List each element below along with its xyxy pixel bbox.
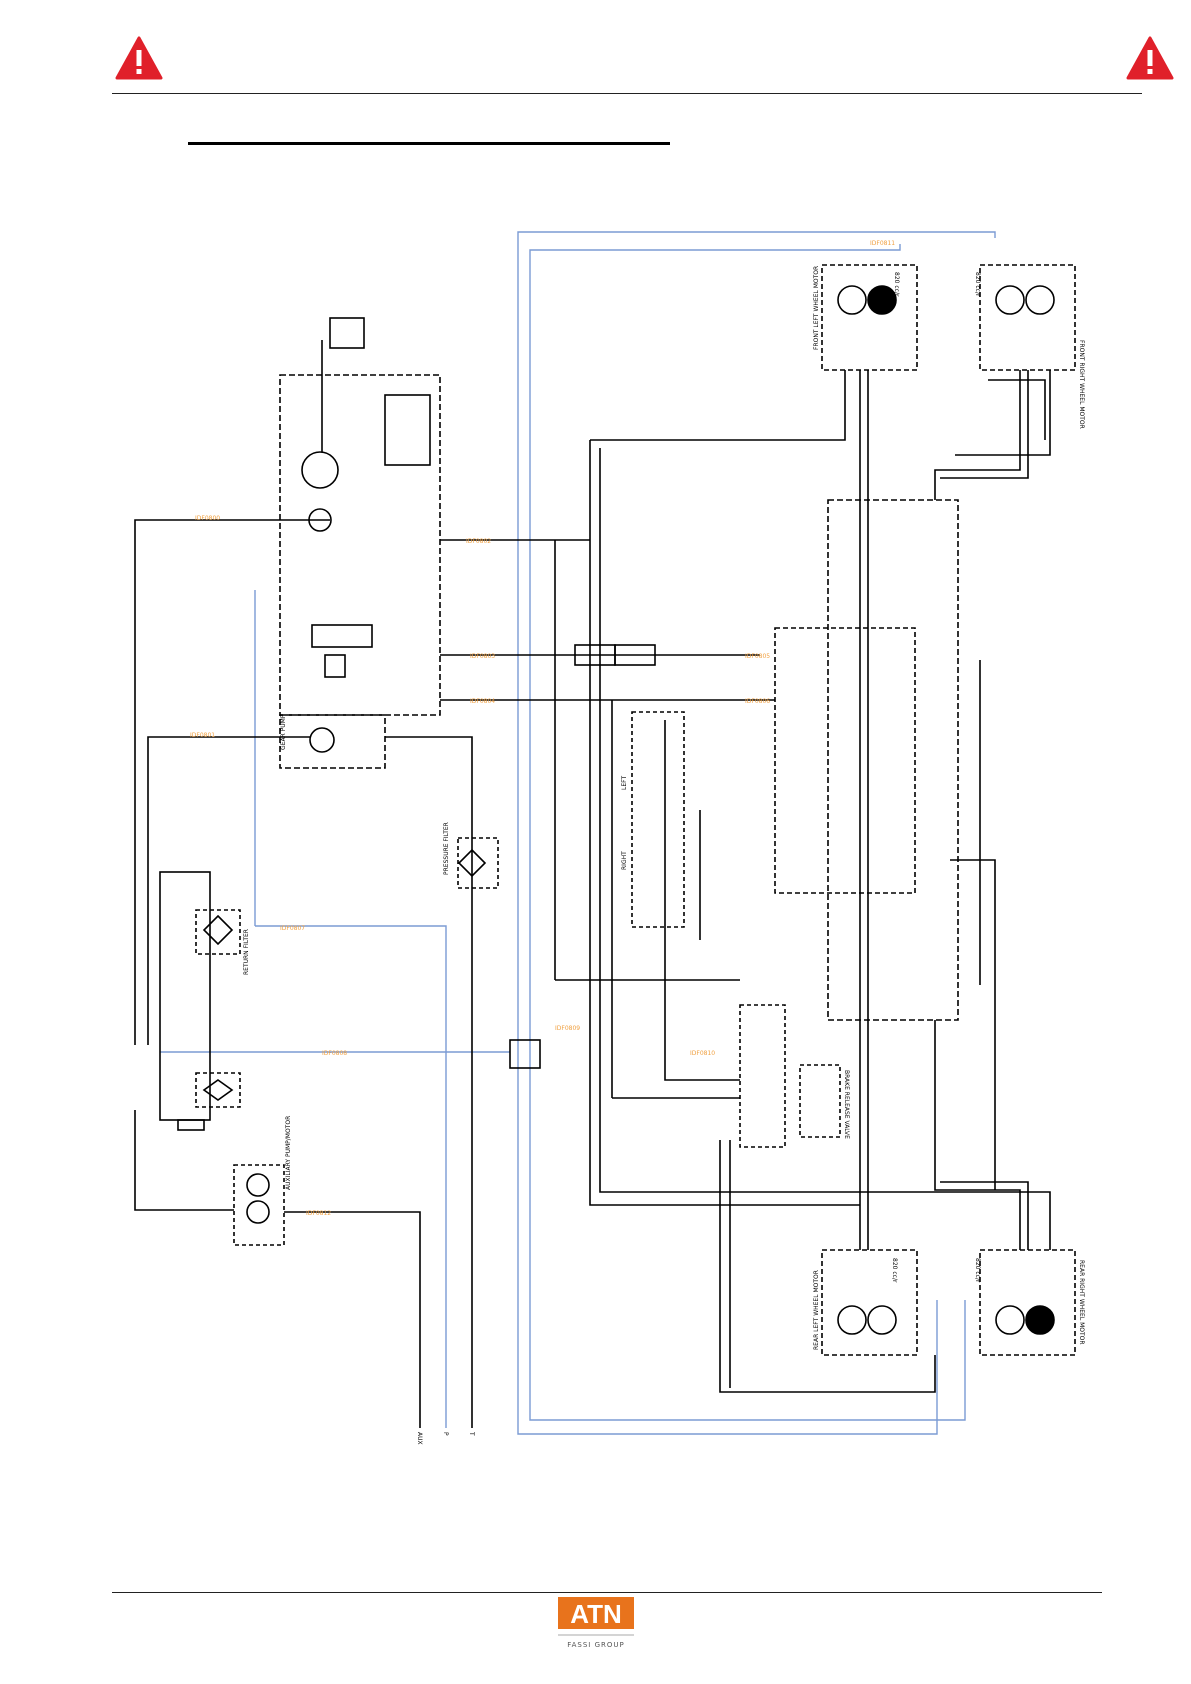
t-outlet-label: T: [468, 1431, 475, 1436]
auxiliary-pump: [233, 1164, 285, 1246]
return-filter: [195, 909, 241, 955]
svg-text:IDF0811: IDF0811: [870, 240, 895, 247]
svg-text:IDF0802: IDF0802: [466, 538, 491, 545]
svg-text:IDF0806: IDF0806: [745, 698, 770, 705]
line-code-labels: IDF0800 IDF0801 IDF0802 IDF0803 IDF0804 …: [190, 240, 895, 1217]
left-label: LEFT: [621, 776, 628, 790]
displacement-label-rr: 820 cc/r: [974, 1258, 981, 1283]
displacement-label-rl: 820 cc/r: [891, 1258, 898, 1283]
rear-left-motor: [821, 1249, 918, 1356]
svg-text:IDF0804: IDF0804: [470, 698, 495, 705]
pressure-filter-label: PRESSURE FILTER: [443, 822, 450, 875]
title-underline: [188, 142, 670, 145]
brake-release-valve: [799, 1064, 841, 1138]
svg-text:IDF0801: IDF0801: [190, 732, 215, 739]
traction-manifold: [827, 499, 959, 1021]
footer-divider: [112, 1592, 1102, 1593]
rear-left-motor-label: REAR LEFT WHEEL MOTOR: [813, 1270, 820, 1350]
gear-pump-block: [279, 374, 441, 716]
tank: [159, 871, 211, 1121]
svg-text:ATN: ATN: [570, 1599, 622, 1629]
gear-pump-label: GEAR PUMP: [280, 714, 287, 750]
front-right-motor-label: FRONT RIGHT WHEEL MOTOR: [1078, 340, 1085, 429]
main-pump-icon: [301, 451, 339, 489]
electric-motor: [329, 317, 365, 349]
atn-fassi-logo: ATN FASSI GROUP: [558, 1597, 634, 1649]
displacement-label-fr: 820 cc/r: [974, 272, 981, 297]
svg-text:IDF0812: IDF0812: [306, 1210, 331, 1217]
aux-pump-label: AUXILIARY PUMP/MOTOR: [285, 1116, 292, 1190]
right-label: RIGHT: [621, 851, 628, 870]
p-outlet-label: P: [442, 1432, 449, 1436]
front-right-motor: [979, 264, 1076, 371]
svg-text:IDF0809: IDF0809: [555, 1025, 580, 1032]
brake-valve-label: BRAKE RELEASE VALVE: [843, 1070, 850, 1139]
svg-text:IDF0810: IDF0810: [690, 1050, 715, 1057]
warning-triangle-icon: [115, 36, 163, 80]
return-filter-label: RETURN FILTER: [243, 929, 250, 975]
front-left-motor-label: FRONT LEFT WHEEL MOTOR: [813, 266, 820, 350]
svg-text:IDF0808: IDF0808: [322, 1050, 347, 1057]
front-left-motor: [821, 264, 918, 371]
svg-text:IDF0800: IDF0800: [195, 515, 220, 522]
warning-triangle-icon: [1126, 36, 1174, 80]
blue-line-group: [160, 231, 996, 1435]
svg-text:FASSI GROUP: FASSI GROUP: [567, 1641, 625, 1649]
rear-right-motor: [979, 1249, 1076, 1356]
pressure-filter: [457, 837, 499, 889]
svg-text:IDF0803: IDF0803: [470, 653, 495, 660]
displacement-label-fl: 820 cc/r: [893, 272, 900, 297]
header-divider: [112, 93, 1142, 94]
aux-outlet-label: AUX: [416, 1432, 423, 1445]
svg-text:IDF0805: IDF0805: [745, 653, 770, 660]
svg-text:IDF0807: IDF0807: [280, 925, 305, 932]
rear-right-motor-label: REAR RIGHT WHEEL MOTOR: [1078, 1260, 1085, 1345]
